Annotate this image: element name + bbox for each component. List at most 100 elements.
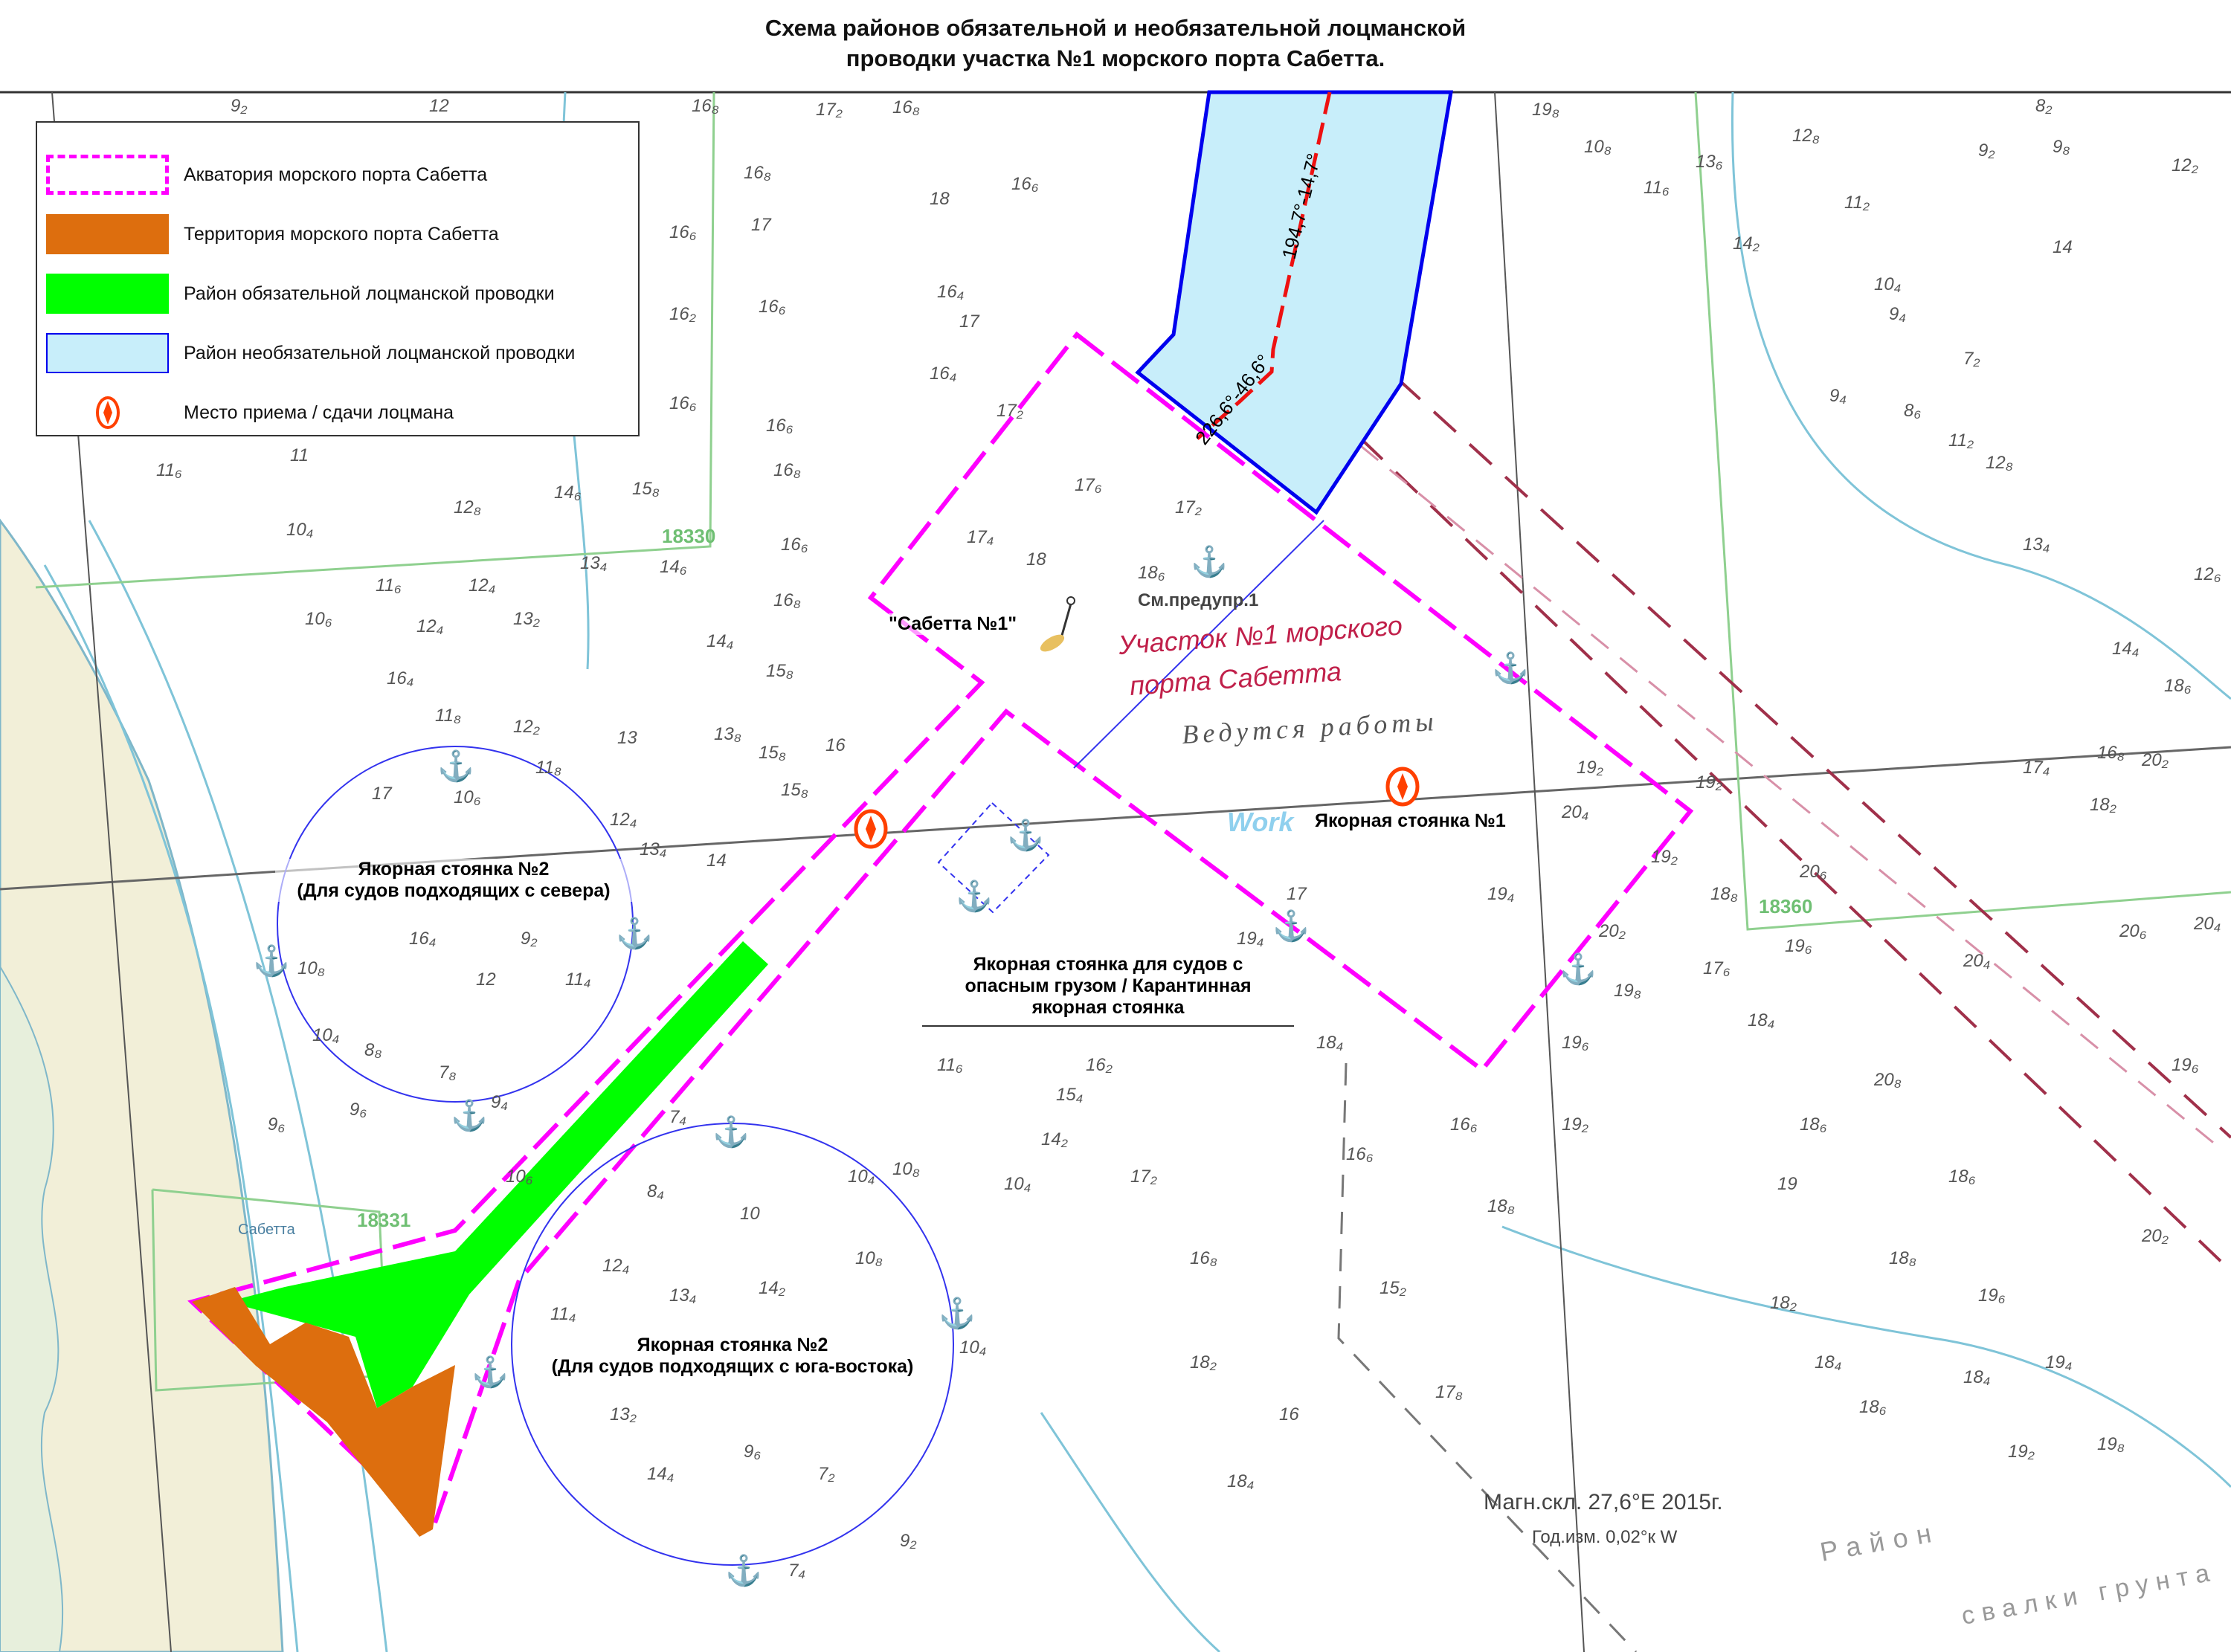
depth-sounding: 17₂ — [1175, 497, 1202, 517]
depth-sounding: 18₈ — [1889, 1248, 1916, 1268]
depth-sounding: 16₆ — [781, 535, 808, 555]
depth-sounding: 14₆ — [660, 557, 687, 577]
depth-sounding: 10₄ — [959, 1338, 986, 1358]
label-line: (Для судов подходящих с севера) — [297, 880, 611, 901]
meridian-line — [1494, 91, 1585, 1652]
depth-sounding: 18 — [930, 189, 950, 209]
depth-sounding: 14₂ — [759, 1278, 785, 1298]
depth-sounding: 19₂ — [1651, 847, 1678, 867]
depth-sounding: 18₄ — [1815, 1352, 1841, 1372]
depth-sounding: 9₂ — [521, 929, 538, 949]
label-line: Якорная стоянка №2 — [637, 1335, 828, 1355]
depth-sounding: 16₈ — [773, 590, 801, 610]
anchor-icon: ⚓ — [725, 1553, 762, 1587]
depth-sounding: 12 — [429, 96, 449, 116]
legend-swatch — [46, 155, 169, 195]
depth-sounding: 7₄ — [788, 1561, 805, 1581]
depth-sounding: 20₄ — [2193, 914, 2221, 934]
anchor-icon: ⚓ — [437, 749, 474, 783]
depth-sounding: 13₄ — [580, 553, 607, 573]
depth-sounding: 9₂ — [231, 96, 248, 116]
depth-sounding: 13₄ — [640, 839, 666, 859]
anchor-icon: ⚓ — [1559, 952, 1597, 986]
depth-sounding: 9₆ — [350, 1100, 367, 1120]
depth-sounding: 16₈ — [692, 96, 719, 116]
dump-area-label1: Район — [1818, 1516, 1942, 1567]
depth-sounding: 12₄ — [602, 1256, 629, 1276]
depth-sounding: 18₆ — [2164, 676, 2192, 696]
label-line: якорная стоянка — [1031, 997, 1185, 1018]
optional-pilotage-area — [1135, 90, 1453, 515]
legend-label: Район обязательной лоцманской проводки — [184, 283, 555, 304]
depth-sounding: 12₈ — [454, 497, 481, 517]
depth-sounding: 15₈ — [632, 479, 660, 499]
works-en: Work — [1227, 807, 1295, 837]
depth-sounding: 20₈ — [1873, 1070, 1902, 1090]
depth-sounding: 11₈ — [435, 706, 461, 726]
depth-sounding: 13₂ — [513, 609, 540, 629]
legend-swatch — [46, 333, 169, 373]
pilot-boarding-icon — [46, 393, 169, 433]
depth-sounding: 13 — [617, 728, 637, 748]
depth-sounding: 17₄ — [967, 527, 994, 547]
anchorage-1-label: Якорная стоянка №1 — [1315, 810, 1506, 832]
depth-sounding: 18 — [1026, 549, 1046, 570]
depth-sounding: 19 — [1777, 1174, 1797, 1194]
depth-sounding: 16₆ — [1346, 1144, 1374, 1164]
depth-sounding: 10₆ — [454, 787, 481, 807]
legend-swatch — [46, 214, 169, 254]
depth-sounding: 15₈ — [766, 661, 793, 681]
depth-sounding: 18₆ — [1800, 1114, 1827, 1135]
depth-sounding: 19₆ — [2172, 1055, 2199, 1075]
depth-sounding: 11₆ — [1644, 178, 1670, 198]
section-stamp-line2: порта Сабетта — [1129, 656, 1343, 701]
mandatory-pilotage-area — [228, 941, 768, 1408]
depth-sounding: 14₂ — [1733, 233, 1760, 254]
depth-sounding: 16₄ — [387, 668, 413, 688]
depth-sounding: 10₆ — [506, 1167, 533, 1187]
anchor-symbols: ⚓⚓⚓⚓⚓⚓⚓⚓⚓⚓⚓⚓⚓⚓ — [253, 544, 1597, 1587]
depth-sounding: 16₈ — [892, 97, 920, 117]
depth-sounding: 14 — [706, 851, 727, 871]
depth-sounding: 12₂ — [2172, 155, 2198, 175]
depth-sounding: 19₈ — [1532, 100, 1559, 120]
depth-sounding: 16₆ — [669, 222, 697, 242]
depth-sounding: 16₈ — [744, 163, 771, 183]
depth-sounding: 16 — [1279, 1404, 1299, 1424]
depth-sounding: 15₂ — [1380, 1278, 1406, 1298]
depth-sounding: 19₈ — [2097, 1434, 2125, 1454]
depth-sounding: 9₆ — [268, 1114, 285, 1135]
depth-sounding: 19₂ — [2008, 1442, 2035, 1462]
depth-sounding: 9₄ — [491, 1092, 508, 1112]
label-line: (Для судов подходящих с юга-востока) — [551, 1356, 914, 1377]
legend-item-water-area: Акватория морского порта Сабетта — [46, 152, 487, 197]
depth-sounding: 9₈ — [2053, 137, 2070, 157]
label-line: Якорная стоянка для судов с — [973, 954, 1243, 975]
depth-sounding: 16₆ — [1450, 1114, 1478, 1135]
depth-sounding: 11₈ — [535, 758, 561, 778]
annual-change: Год.изм. 0,02°к W — [1532, 1527, 1678, 1547]
depth-sounding: 17₄ — [2023, 758, 2050, 778]
pilot-boarding-icon[interactable] — [1385, 767, 1420, 807]
legend-label: Район необязательной лоцманской проводки — [184, 342, 576, 364]
port-territory — [192, 1287, 455, 1537]
depth-sounding: 11₄ — [565, 969, 591, 990]
depth-sounding: 7₄ — [669, 1107, 686, 1127]
legend-label: Территория морского порта Сабетта — [184, 223, 499, 245]
depth-sounding: 8₂ — [2035, 96, 2053, 116]
chart-boundary-18330 — [35, 91, 715, 589]
depth-sounding: 13₄ — [2023, 535, 2050, 555]
river-delta — [0, 965, 64, 1652]
anchor-icon: ⚓ — [616, 916, 653, 950]
buoy-label: "Сабетта №1" — [889, 613, 1017, 635]
depth-sounding: 20₄ — [1561, 802, 1588, 822]
depth-sounding: 10₄ — [286, 520, 313, 540]
pilot-boarding-icon[interactable] — [854, 809, 888, 849]
depth-sounding: 16₈ — [2097, 743, 2125, 763]
depth-sounding: 19₆ — [1562, 1033, 1589, 1053]
depth-sounding: 16₄ — [409, 929, 436, 949]
legend-item-territory: Территория морского порта Сабетта — [46, 212, 499, 256]
depth-sounding: 12₈ — [1792, 126, 1820, 146]
